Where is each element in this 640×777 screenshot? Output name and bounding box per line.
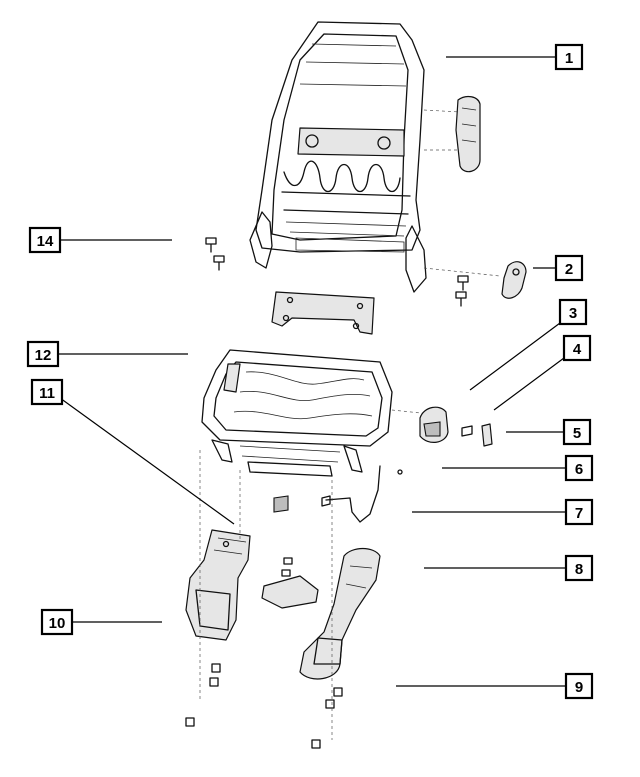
small-clip	[461, 425, 473, 437]
callout-4-label: 4	[573, 341, 582, 358]
callout-4: 4	[562, 334, 592, 362]
callout-11: 11	[30, 378, 64, 406]
callout-7-label: 7	[575, 505, 583, 522]
center-bracket	[261, 557, 319, 609]
callout-2-label: 2	[565, 261, 573, 278]
callout-8: 8	[564, 554, 594, 582]
seat-back-frame	[249, 21, 501, 293]
callout-11-label: 11	[39, 385, 55, 402]
side-cover	[455, 95, 481, 173]
callout-14-label: 14	[37, 233, 54, 250]
callout-3-label: 3	[569, 305, 577, 322]
callout-6-label: 6	[575, 461, 583, 478]
callout-1-label: 1	[565, 50, 573, 67]
recliner-handle	[501, 261, 527, 299]
seat-cushion-frame	[201, 349, 431, 477]
callout-2: 2	[554, 254, 584, 282]
right-riser	[299, 547, 381, 680]
bolts-upper	[205, 237, 469, 307]
callout-12: 12	[26, 340, 60, 368]
callout-5: 5	[562, 418, 592, 446]
callout-10: 10	[40, 608, 74, 636]
callout-9-label: 9	[575, 679, 583, 696]
callout-5-label: 5	[573, 425, 581, 442]
wire-harness	[273, 465, 403, 523]
lever-cap	[481, 423, 493, 447]
leader-lines	[58, 56, 566, 687]
callout-9: 9	[564, 672, 594, 700]
callout-6: 6	[564, 454, 594, 482]
mounting-plate	[271, 291, 375, 335]
callout-3: 3	[558, 298, 588, 326]
callout-1: 1	[554, 43, 584, 71]
callout-7: 7	[564, 498, 594, 526]
nuts	[185, 450, 343, 749]
callout-14: 14	[28, 226, 62, 254]
left-riser	[185, 529, 251, 641]
callout-8-label: 8	[575, 561, 583, 578]
side-shield-knob	[419, 406, 449, 443]
callout-12-label: 12	[35, 347, 52, 364]
callout-10-label: 10	[49, 615, 66, 632]
